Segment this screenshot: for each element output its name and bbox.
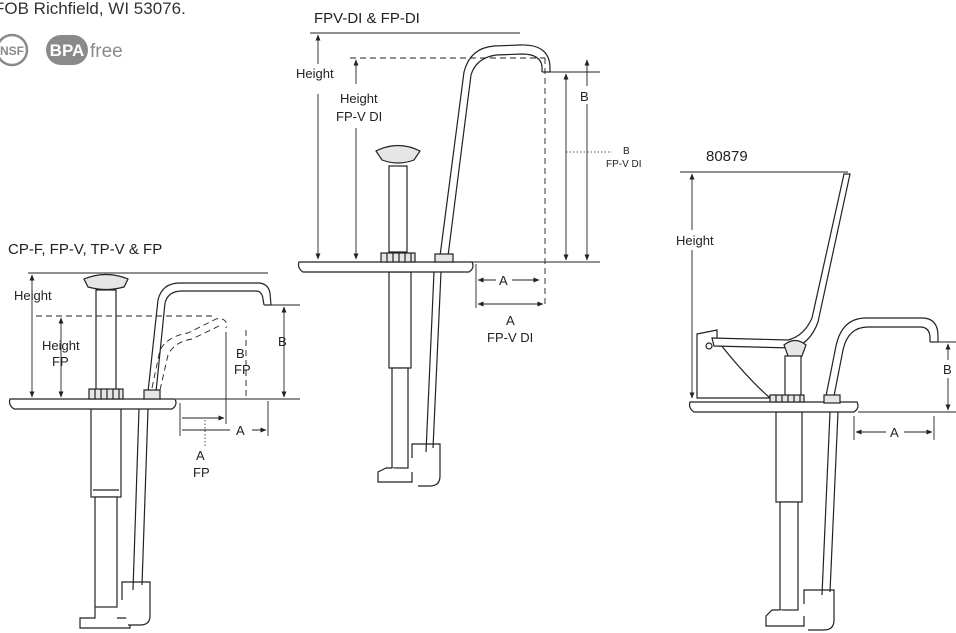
spout-base-right (823, 394, 841, 404)
label-b: B (943, 362, 952, 377)
nsf-logo: NSF (0, 33, 29, 67)
label-height-fp-1: Height (42, 338, 80, 353)
lever-arm-right (696, 173, 851, 403)
diagram-middle: FPV-DI & FP-DI (284, 10, 642, 487)
pump-right-body (765, 411, 839, 631)
flange-left (8, 398, 177, 410)
spout-base-middle (434, 253, 454, 263)
label-height-fpvdi-2: FP-V DI (336, 109, 382, 124)
spout-right (823, 317, 939, 404)
bpa-logo-light-text: free (90, 41, 123, 62)
label-a: A (236, 423, 245, 438)
knob-left (83, 273, 129, 291)
label-a-fp-1: A (196, 448, 205, 463)
nut-middle (380, 252, 416, 263)
diagram-right-title: 80879 (706, 148, 748, 165)
label-height-fpvdi-1: Height (340, 91, 378, 106)
label-height: Height (14, 288, 52, 303)
header: FOB Richfield, WI 53076. NSF BPA free (0, 0, 186, 67)
label-a: A (890, 425, 899, 440)
nsf-logo-text: NSF (0, 44, 24, 58)
diagram-left-title: CP-F, FP-V, TP-V & FP (8, 241, 162, 258)
plunger-middle (375, 144, 421, 263)
bpa-logo-bold-text: BPA (50, 41, 85, 60)
plunger-left (83, 273, 129, 400)
bpa-free-logo: BPA free (46, 35, 123, 65)
label-b-fpvdi-1: B (623, 146, 630, 157)
label-height-fp-2: FP (52, 354, 69, 369)
label-b-fpvdi-2: FP-V DI (606, 159, 642, 170)
knob-right (783, 339, 807, 359)
spout-left (143, 282, 272, 400)
knob-middle (375, 144, 421, 164)
diagram-right: 80879 (672, 148, 956, 631)
label-height: Height (676, 233, 714, 248)
label-a-fpvdi-2: FP-V DI (487, 330, 533, 345)
nut-right (769, 394, 805, 403)
label-b: B (580, 89, 589, 104)
spout-middle (434, 44, 551, 263)
label-b-fp-1: B (236, 346, 245, 361)
label-b: B (278, 334, 287, 349)
label-a-fpvdi-1: A (506, 313, 515, 328)
label-b-fp-2: FP (234, 362, 251, 377)
diagram-left: CP-F, FP-V, TP-V & FP (8, 241, 300, 629)
label-a: A (499, 273, 508, 288)
pump-left-body (79, 408, 151, 629)
label-a-fp-2: FP (193, 465, 210, 480)
fob-location-text: FOB Richfield, WI 53076. (0, 0, 186, 18)
flange-middle (297, 261, 474, 273)
pump-middle-body (377, 271, 442, 487)
spout-base-left (143, 389, 161, 400)
label-height: Height (296, 66, 334, 81)
diagram-middle-title: FPV-DI & FP-DI (314, 10, 420, 27)
flange-right (688, 401, 859, 413)
nut-left (88, 388, 124, 400)
